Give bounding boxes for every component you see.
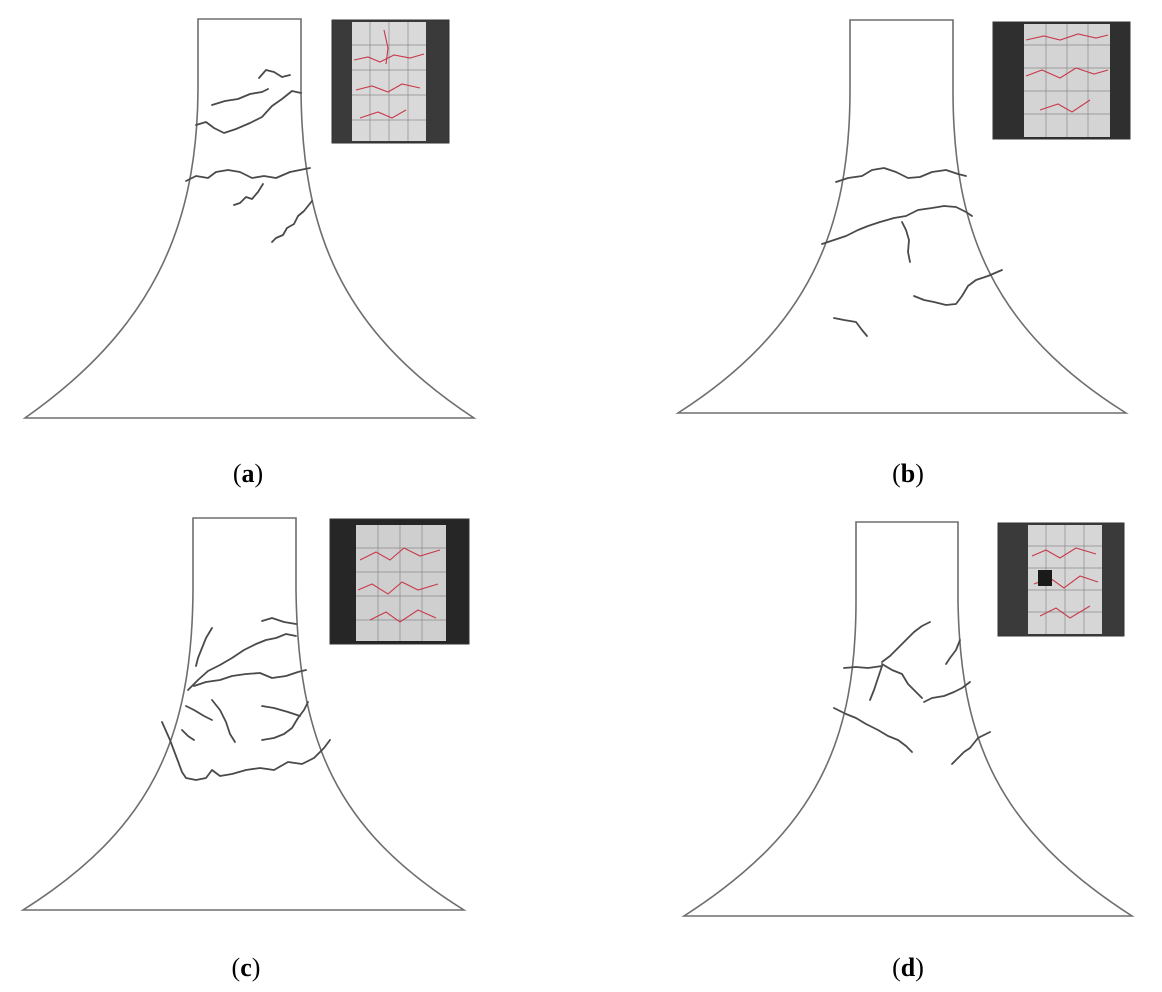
- crack-d-7: [833, 707, 913, 753]
- crack-c-2: [195, 627, 213, 667]
- caption-d: (d): [892, 953, 924, 982]
- crack-a-1: [258, 69, 291, 79]
- crack-c-4: [193, 669, 307, 687]
- crack-d-5: [945, 639, 961, 665]
- crack-a-3: [195, 90, 302, 134]
- panel-b: [675, 19, 1131, 414]
- specimen-outline-b: [675, 19, 1129, 414]
- crack-a-5: [233, 183, 264, 206]
- panel-a: [22, 18, 477, 419]
- crack-b-2: [821, 205, 973, 245]
- crack-d-2: [843, 665, 883, 669]
- crack-c-1: [261, 617, 297, 625]
- crack-c-3: [187, 633, 297, 691]
- caption-b: (b): [892, 459, 924, 488]
- specimen-outline-c: [20, 517, 467, 911]
- crack-c-6: [185, 705, 213, 721]
- crack-d-8: [951, 731, 991, 765]
- photo-grid-a: [352, 22, 426, 141]
- photo-gauge-d: [1038, 570, 1052, 586]
- test-photo-b: [992, 21, 1131, 140]
- crack-b-1: [835, 167, 967, 183]
- crack-d-3: [869, 665, 883, 701]
- crack-b-3: [901, 221, 911, 263]
- crack-d-1: [881, 621, 931, 663]
- crack-d-6: [923, 681, 971, 703]
- photo-cracks-c: [357, 547, 441, 623]
- crack-c-5: [261, 705, 301, 717]
- crack-c-8: [261, 701, 309, 741]
- crack-lines-b: [821, 167, 1003, 337]
- crack-a-4: [185, 167, 311, 182]
- photo-cracks-a: [353, 29, 425, 119]
- crack-b-5: [833, 317, 868, 337]
- crack-a-2: [211, 88, 269, 106]
- photo-grid-b: [1024, 24, 1110, 137]
- test-photo-d: [997, 522, 1125, 637]
- caption-a: (a): [233, 459, 263, 488]
- photo-cracks-b: [1025, 33, 1109, 113]
- crack-d-4: [881, 663, 923, 699]
- crack-c-10: [161, 721, 331, 781]
- crack-c-7: [211, 699, 236, 743]
- crack-lines-a: [185, 69, 313, 243]
- crack-lines-c: [161, 617, 331, 781]
- panel-c: [20, 517, 470, 911]
- test-photo-a: [331, 19, 450, 144]
- photo-grid-c: [356, 525, 446, 641]
- specimen-outline-a: [22, 18, 477, 419]
- crack-a-6: [271, 200, 313, 243]
- panel-d: [681, 521, 1135, 917]
- test-photo-c: [329, 518, 470, 645]
- crack-lines-d: [833, 621, 991, 765]
- crack-c-9: [181, 729, 195, 741]
- caption-c: (c): [232, 953, 261, 982]
- crack-b-4: [913, 269, 1003, 306]
